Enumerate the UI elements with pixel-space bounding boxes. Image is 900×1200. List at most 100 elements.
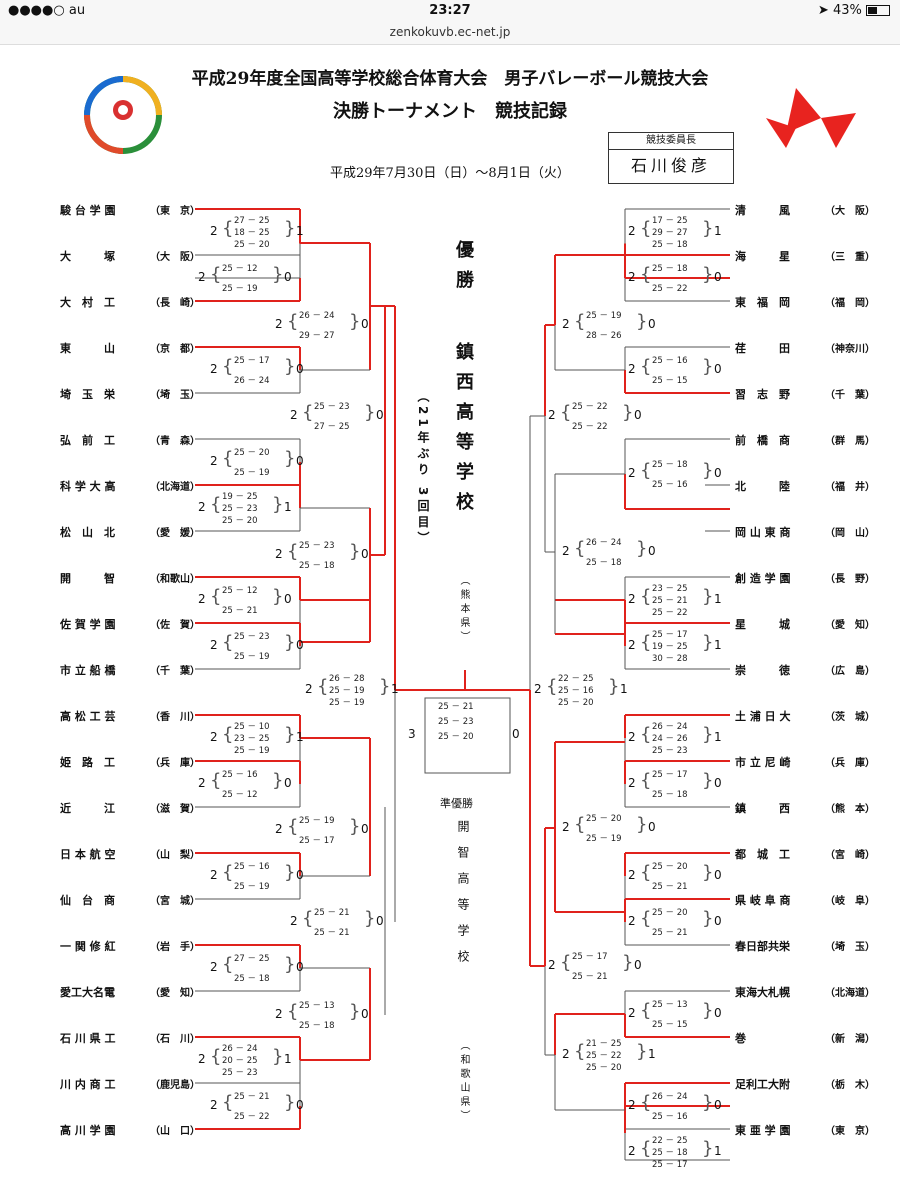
team-name: 巻 xyxy=(735,1032,746,1045)
sets-lost: 0 xyxy=(296,960,304,974)
brace-close: } xyxy=(284,954,296,975)
left-team-21: 高 川 学 園 （山 口） xyxy=(60,1122,200,1138)
set-score: 25 － 18 xyxy=(652,264,688,274)
brace-open: { xyxy=(287,311,299,332)
left-team-14: 近 江（滋 賀） xyxy=(60,800,200,816)
set-score: 25 － 21 xyxy=(652,928,688,938)
brace-close: } xyxy=(272,494,284,515)
sets-lost: 1 xyxy=(284,1052,292,1066)
brace-open: { xyxy=(640,908,652,929)
left-team-6: 弘 前 工（青 森） xyxy=(60,432,200,448)
right-team-12: 土 浦 日 大（茨 城） xyxy=(735,708,875,724)
brace-close: } xyxy=(364,908,376,929)
team-prefecture: （福 岡） xyxy=(825,298,875,309)
left-team-12: 高 松 工 芸（香 川） xyxy=(60,708,200,724)
right-team-17: 春日部共栄（埼 玉） xyxy=(735,938,875,954)
team-prefecture: （千 葉） xyxy=(825,390,875,401)
final-set-score: 25 － 23 xyxy=(438,717,474,727)
sets-lost: 1 xyxy=(620,682,628,696)
sets-won: 2 xyxy=(562,820,570,834)
set-score: 19 － 25 xyxy=(222,492,258,502)
brace-close: } xyxy=(272,264,284,285)
team-prefecture: （宮 城） xyxy=(150,896,200,907)
sets-lost: 1 xyxy=(296,224,304,238)
right-team-18: 東海大札幌（北海道） xyxy=(735,984,875,1000)
set-score: 25 － 21 xyxy=(314,908,350,918)
sets-won: 2 xyxy=(562,1047,570,1061)
team-prefecture: （広 島） xyxy=(825,666,875,677)
set-score: 25 － 18 xyxy=(652,1148,688,1158)
address-bar[interactable]: zenkokuvb.ec-net.jp xyxy=(0,22,900,45)
brace-close: } xyxy=(364,402,376,423)
sets-lost: 0 xyxy=(361,1007,369,1021)
brace-open: { xyxy=(574,311,586,332)
brace-close: } xyxy=(702,218,714,239)
team-prefecture: （石 川） xyxy=(150,1034,200,1045)
final-set-score: 25 － 20 xyxy=(438,732,474,742)
sets-won: 2 xyxy=(275,822,283,836)
sets-won: 2 xyxy=(628,1006,636,1020)
team-name: 前 橋 商 xyxy=(735,434,790,447)
sets-lost: 0 xyxy=(634,958,642,972)
sets-won: 2 xyxy=(210,730,218,744)
sets-won: 2 xyxy=(198,592,206,606)
team-name: 近 江 xyxy=(60,802,115,815)
sets-won: 2 xyxy=(210,362,218,376)
set-score: 25 － 12 xyxy=(222,586,258,596)
battery-icon xyxy=(866,5,890,16)
team-name: 東 福 岡 xyxy=(735,296,790,309)
team-name: 習 志 野 xyxy=(735,388,790,401)
left-team-7: 科 学 大 高（北海道） xyxy=(60,478,200,494)
battery-indicator: ➤ 43% xyxy=(818,3,890,18)
set-score: 25 － 18 xyxy=(299,1021,335,1031)
set-score: 22 － 25 xyxy=(558,674,594,684)
sets-won: 2 xyxy=(628,868,636,882)
right-team-4: 荏 田（神奈川） xyxy=(735,340,875,356)
set-score: 25 － 20 xyxy=(558,698,594,708)
runner-up-name: 開智高等学校 xyxy=(456,820,470,976)
set-score: 18 － 25 xyxy=(234,228,270,238)
left-team-15: 日 本 航 空（山 梨） xyxy=(60,846,200,862)
sets-won: 2 xyxy=(628,592,636,606)
team-prefecture: （千 葉） xyxy=(150,666,200,677)
left-team-20: 川 内 商 工（鹿児島） xyxy=(60,1076,200,1092)
team-prefecture: （茨 城） xyxy=(825,712,875,723)
brace-open: { xyxy=(210,770,222,791)
team-prefecture: （三 重） xyxy=(825,252,875,263)
team-name: 市 立 尼 崎 xyxy=(735,756,791,769)
brace-open: { xyxy=(302,402,314,423)
left-team-9: 開 智（和歌山） xyxy=(60,570,200,586)
set-score: 25 － 20 xyxy=(234,240,270,250)
brace-open: { xyxy=(560,952,572,973)
brace-open: { xyxy=(574,538,586,559)
sets-won: 2 xyxy=(290,914,298,928)
final-set-score: 25 － 21 xyxy=(438,702,474,712)
brace-close: } xyxy=(702,862,714,883)
brace-close: } xyxy=(702,724,714,745)
brace-close: } xyxy=(702,460,714,481)
set-score: 27 － 25 xyxy=(234,216,270,226)
team-name: 高 川 学 園 xyxy=(60,1124,116,1137)
brace-open: { xyxy=(287,816,299,837)
team-name: 佐 賀 学 園 xyxy=(60,618,116,631)
team-prefecture: （愛 知） xyxy=(150,988,200,999)
sets-lost: 0 xyxy=(361,822,369,836)
set-score: 25 － 21 xyxy=(222,606,258,616)
set-score: 22 － 25 xyxy=(652,1136,688,1146)
set-score: 20 － 25 xyxy=(222,1056,258,1066)
set-score: 25 － 12 xyxy=(222,790,258,800)
brace-close: } xyxy=(349,1001,361,1022)
sets-won: 2 xyxy=(628,466,636,480)
set-score: 26 － 28 xyxy=(329,674,365,684)
set-score: 25 － 17 xyxy=(652,1160,688,1170)
team-prefecture: （山 梨） xyxy=(150,850,200,861)
team-prefecture: （山 口） xyxy=(150,1126,200,1137)
sets-won: 2 xyxy=(275,1007,283,1021)
right-team-19: 巻（新 潟） xyxy=(735,1030,875,1046)
team-name: 科 学 大 高 xyxy=(60,480,116,493)
set-score: 17 － 25 xyxy=(652,216,688,226)
sets-lost: 0 xyxy=(284,270,292,284)
right-team-20: 足利工大附（栃 木） xyxy=(735,1076,875,1092)
brace-close: } xyxy=(702,264,714,285)
brace-close: } xyxy=(284,1092,296,1113)
